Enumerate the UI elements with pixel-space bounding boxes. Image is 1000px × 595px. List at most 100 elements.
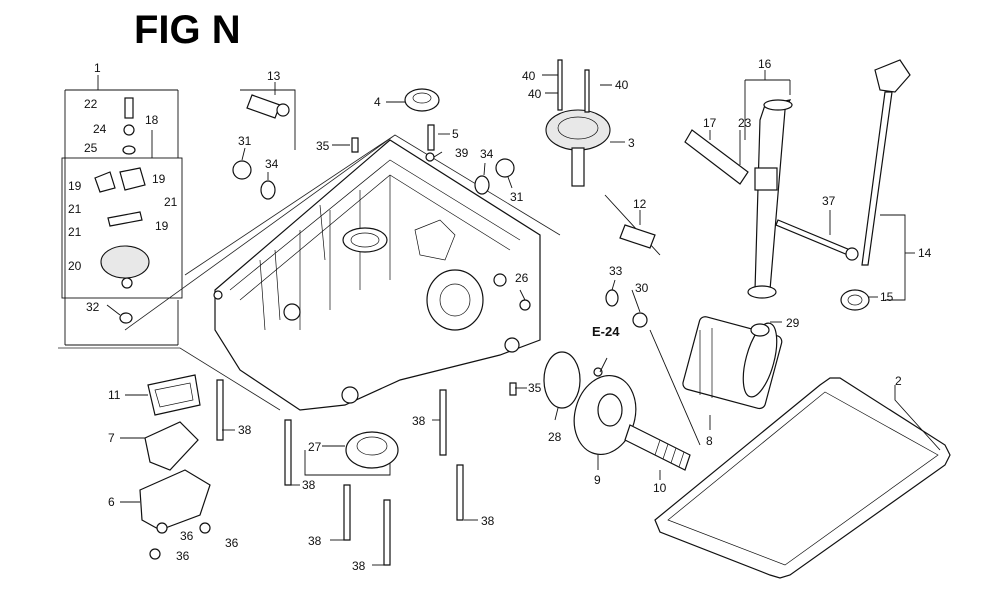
callout-35-b: 35 [528, 381, 542, 395]
callout-23: 23 [738, 116, 752, 130]
callout-13: 13 [267, 69, 281, 83]
callout-39: 39 [455, 146, 469, 160]
leader-2 [894, 385, 941, 451]
callout-1: 1 [94, 61, 101, 75]
case-internal-posts [259, 204, 326, 331]
callout-6: 6 [108, 495, 115, 509]
figure-title: FIG N [134, 8, 241, 52]
part-11-screen [147, 374, 201, 416]
case-post-3 [504, 337, 520, 353]
sensor-13-body [246, 94, 281, 119]
callout-31-a: 31 [238, 134, 252, 148]
callout-8: 8 [706, 434, 713, 448]
callout-30: 30 [635, 281, 649, 295]
callout-25: 25 [84, 141, 98, 155]
case-post-2 [341, 386, 359, 404]
bolt-38-d [383, 499, 391, 566]
filter-end [742, 322, 778, 398]
leader-26 [519, 289, 526, 301]
part-19-weight-b [119, 167, 146, 191]
callout-29: 29 [786, 316, 800, 330]
group-14-bracket [880, 214, 906, 301]
tube-bottom [747, 285, 777, 299]
case-bolt-hole-1 [213, 290, 223, 300]
bolt-38-f [456, 464, 464, 521]
bolt-31-b [495, 158, 515, 178]
callout-32: 32 [86, 300, 100, 314]
part-16-filler-tube [747, 99, 793, 299]
part-9-oil-cooler [573, 367, 637, 456]
part-11-mesh [154, 382, 194, 408]
case-bolt-hole-2 [493, 273, 507, 287]
tube-top [763, 99, 793, 111]
part-17-tube [684, 129, 749, 185]
cover-parts-left [139, 374, 211, 560]
callout-34-a: 34 [265, 157, 279, 171]
group-18-box [61, 157, 183, 299]
callout-38-d: 38 [352, 559, 366, 573]
bolt-38-c [343, 484, 351, 541]
gasket-inner [667, 391, 939, 566]
callout-16: 16 [758, 57, 772, 71]
callout-5: 5 [452, 127, 459, 141]
crankcase-oil-pan [213, 139, 541, 411]
group-boxes [58, 79, 906, 476]
part-19-weight-a [94, 171, 116, 193]
part-12-fitting [619, 224, 656, 249]
part-15-seal [840, 289, 870, 311]
case-main-boss-inner [350, 232, 380, 248]
part-35-dowel-a [351, 137, 359, 153]
part-19-weight-c [107, 211, 143, 227]
case-post-1 [283, 303, 301, 321]
group-13-bracket [240, 89, 296, 150]
governor-parts-group-1 [94, 97, 150, 324]
bolts-31-34 [232, 158, 515, 200]
bolt-36-b [199, 522, 211, 534]
leader-30 [631, 289, 641, 313]
callout-38-f: 38 [481, 514, 495, 528]
callout-19-c: 19 [155, 219, 169, 233]
part-37-bolt [775, 219, 859, 261]
callout-3: 3 [628, 136, 635, 150]
bolt-38-b [284, 419, 292, 486]
part-20-gear [100, 245, 150, 279]
part-2-gasket [654, 377, 951, 579]
callout-38-c: 38 [308, 534, 322, 548]
gasket-outer [654, 377, 951, 579]
case-rim-inner [229, 159, 521, 291]
small-parts-upper [351, 124, 531, 396]
case-main-boss [342, 227, 388, 253]
bolt-37-shaft [775, 219, 851, 256]
group-1-bracket [64, 89, 178, 346]
pipe-threads [654, 439, 685, 468]
callout-labels: 1 2 3 4 5 6 7 8 9 10 11 12 13 14 15 16 1… [68, 57, 932, 573]
callout-37: 37 [822, 194, 836, 208]
bolts-38 [216, 379, 464, 566]
callout-34-b: 34 [480, 147, 494, 161]
callout-40-c: 40 [615, 78, 629, 92]
callout-9: 9 [594, 473, 601, 487]
part-7-gasket [144, 421, 199, 471]
bolt-37-head [845, 247, 859, 261]
callout-24: 24 [93, 122, 107, 136]
callout-36-c: 36 [176, 549, 190, 563]
callout-21-c: 21 [164, 195, 178, 209]
part-33-washer [605, 289, 619, 307]
case-ribs [299, 175, 391, 330]
callout-20: 20 [68, 259, 82, 273]
callout-38-b: 38 [302, 478, 316, 492]
leader-32 [106, 304, 121, 316]
parts-12-30-33 [605, 224, 770, 337]
leader-40 [542, 74, 612, 94]
seal-4 [404, 88, 440, 112]
gear-3-hub [557, 116, 599, 140]
parts-27-28 [345, 351, 581, 469]
callout-2: 2 [895, 374, 902, 388]
callout-38-a: 38 [238, 423, 252, 437]
cooler-center [597, 393, 623, 427]
callout-18: 18 [145, 113, 159, 127]
leader-8-area [649, 329, 701, 446]
bolt-38-e [439, 389, 447, 456]
